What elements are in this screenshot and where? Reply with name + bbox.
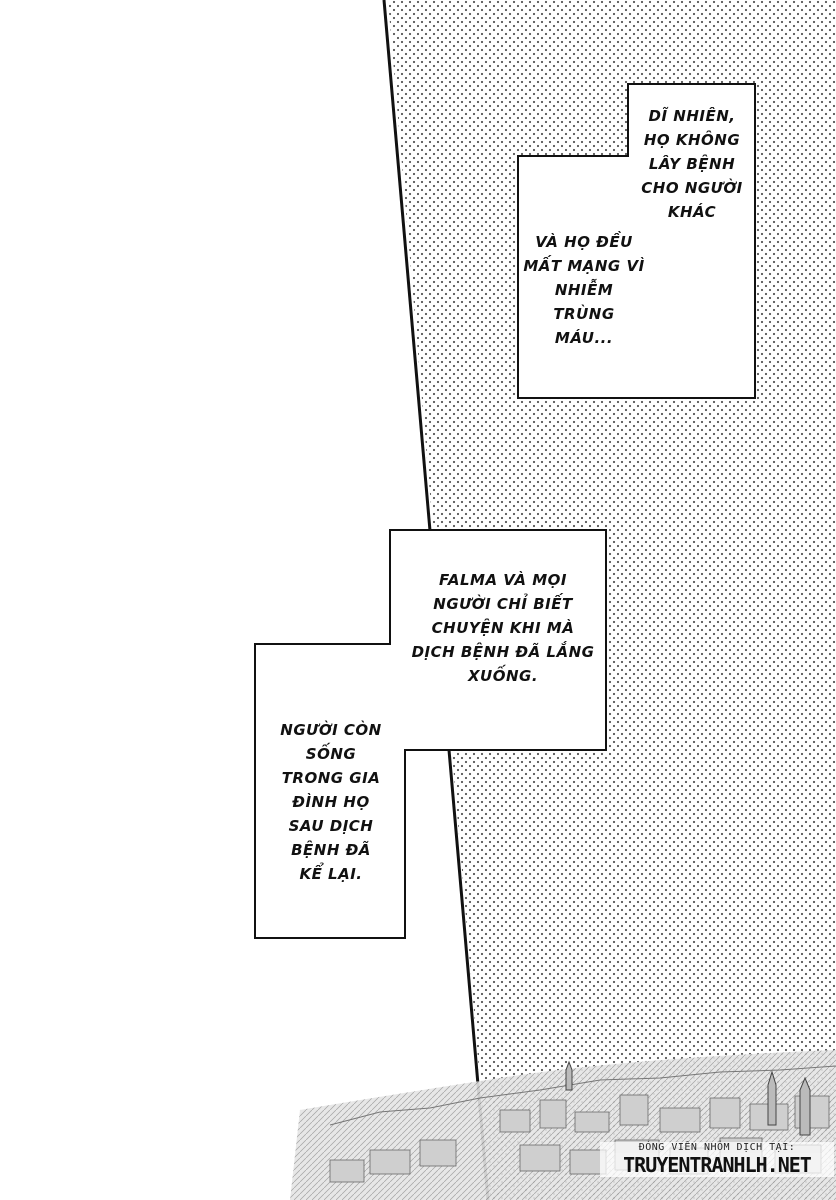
caption-survivors-told: NGƯỜI CÒN SỐNG TRONG GIA ĐÌNH HỌ SAU DỊC…	[280, 721, 382, 883]
scanlation-credit: ĐÓNG VIÊN NHÓM DỊCH TẠI: TRUYENTRANHLH.N…	[600, 1142, 834, 1177]
city-illustration	[290, 1050, 836, 1200]
credit-line-1: ĐÓNG VIÊN NHÓM DỊCH TẠI:	[600, 1142, 834, 1153]
speech-box-top	[517, 83, 756, 399]
caption-of-course-not-contagious: DĨ NHIÊN, HỌ KHÔNG LÂY BỆNH CHO NGƯỜI KH…	[641, 107, 743, 221]
caption-falma-learned-later: FALMA VÀ MỌI NGƯỜI CHỈ BIẾT CHUYỆN KHI M…	[411, 571, 595, 685]
credit-website: TRUYENTRANHLH.NET	[600, 1153, 834, 1177]
speech-box-middle	[254, 529, 607, 939]
caption-died-of-sepsis: VÀ HỌ ĐỀU MẤT MẠNG VÌ NHIỄM TRÙNG MÁU...	[523, 233, 645, 347]
